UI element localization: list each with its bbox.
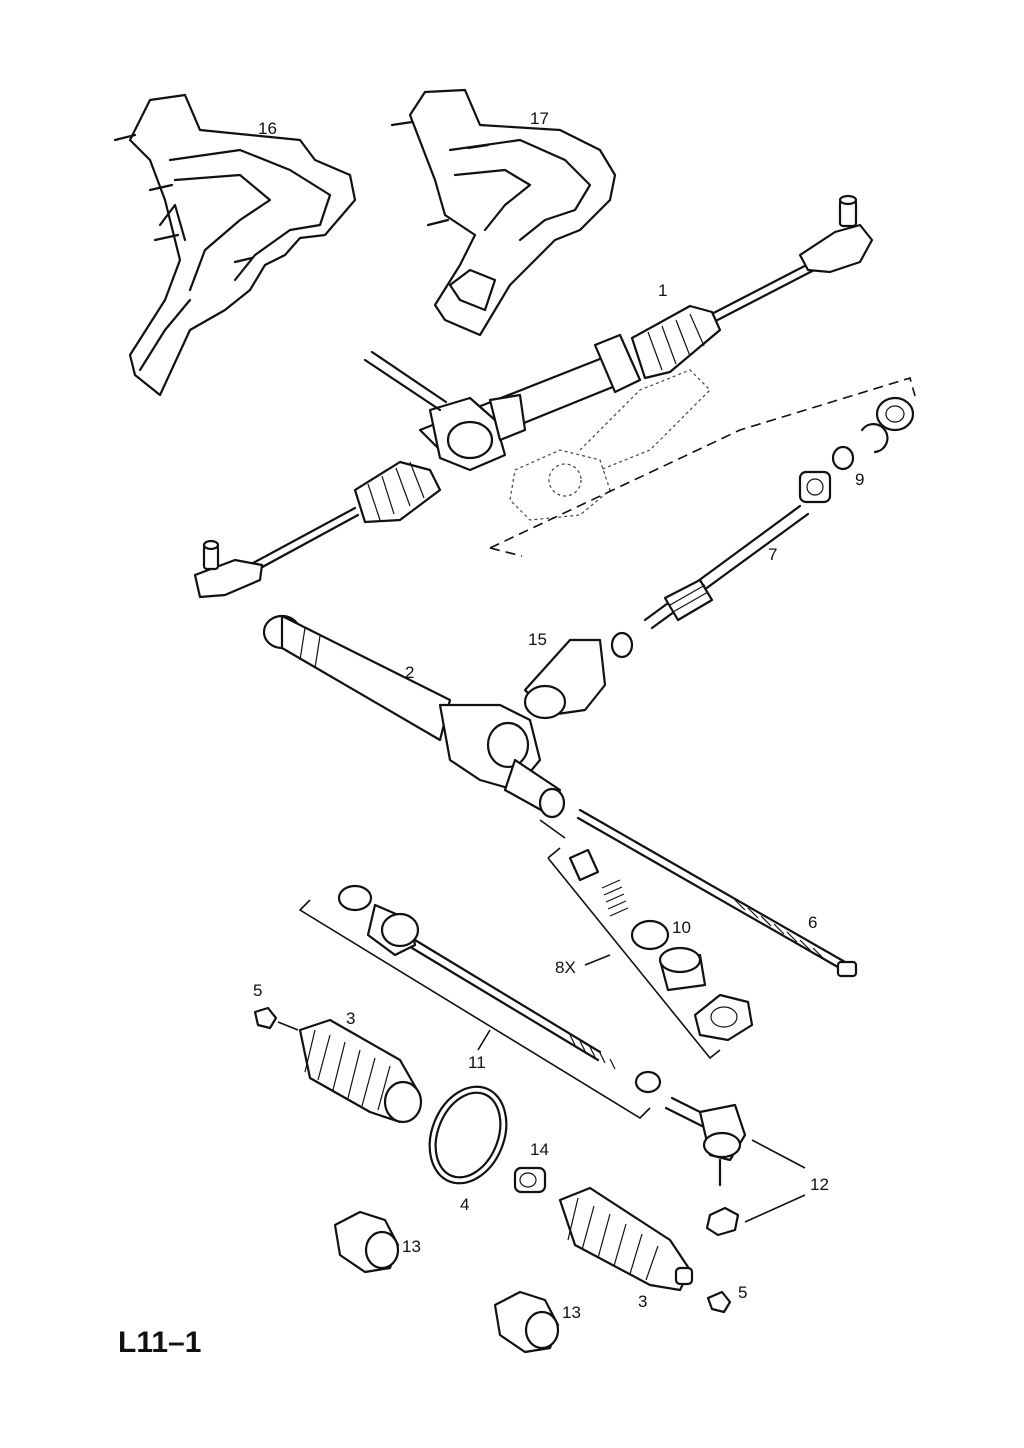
- leader-lines: [277, 954, 611, 1051]
- label-16: 16: [258, 119, 277, 138]
- label-9: 9: [855, 470, 864, 489]
- inner-tie-rod-11: [298, 884, 662, 1120]
- label-1: 1: [658, 281, 667, 300]
- label-5-top: 5: [253, 981, 262, 1000]
- label-12: 12: [810, 1175, 829, 1194]
- label-14: 14: [530, 1140, 549, 1159]
- bellows-3-bottom: [558, 1186, 694, 1292]
- label-3-bottom: 3: [638, 1292, 647, 1311]
- mount-rubber-13-left: [333, 1210, 400, 1274]
- label-7: 7: [768, 545, 777, 564]
- label-8x: 8X: [555, 958, 576, 977]
- leaders-12: [744, 1139, 806, 1223]
- group-outline-8x: [539, 819, 721, 1060]
- bracket-16: [113, 93, 357, 397]
- bracket-17: [390, 88, 617, 337]
- clip-5-bottom: [706, 1290, 732, 1314]
- dust-cover-15: [523, 638, 607, 720]
- label-4: 4: [460, 1195, 469, 1214]
- label-17: 17: [530, 109, 549, 128]
- steering-gear-assembly-1: [193, 194, 874, 599]
- pinion-shaft-7: [610, 504, 810, 659]
- label-2: 2: [405, 663, 414, 682]
- label-13-left: 13: [402, 1237, 421, 1256]
- diagram-code: L11–1: [118, 1326, 201, 1359]
- pinion-housing-phantom: [509, 369, 711, 521]
- label-6: 6: [808, 913, 817, 932]
- label-10: 10: [672, 918, 691, 937]
- label-15: 15: [528, 630, 547, 649]
- label-5-bottom: 5: [738, 1283, 747, 1302]
- bearing-set-9: [798, 396, 915, 504]
- clamp-band-4: [428, 1085, 508, 1185]
- label-13-bottom: 13: [562, 1303, 581, 1322]
- steering-housing-2: [262, 614, 566, 819]
- rack-yoke-parts-10: [568, 848, 754, 1042]
- tie-rod-end-12: [664, 1096, 747, 1237]
- bellows-3-left: [298, 1018, 423, 1124]
- group-outline-9: [489, 376, 916, 557]
- clip-5-top: [253, 1006, 278, 1030]
- mount-rubber-13-bottom: [493, 1290, 560, 1354]
- label-11: 11: [468, 1053, 486, 1072]
- label-3-left: 3: [346, 1009, 355, 1028]
- rack-6: [576, 808, 858, 978]
- bush-14: [513, 1166, 547, 1194]
